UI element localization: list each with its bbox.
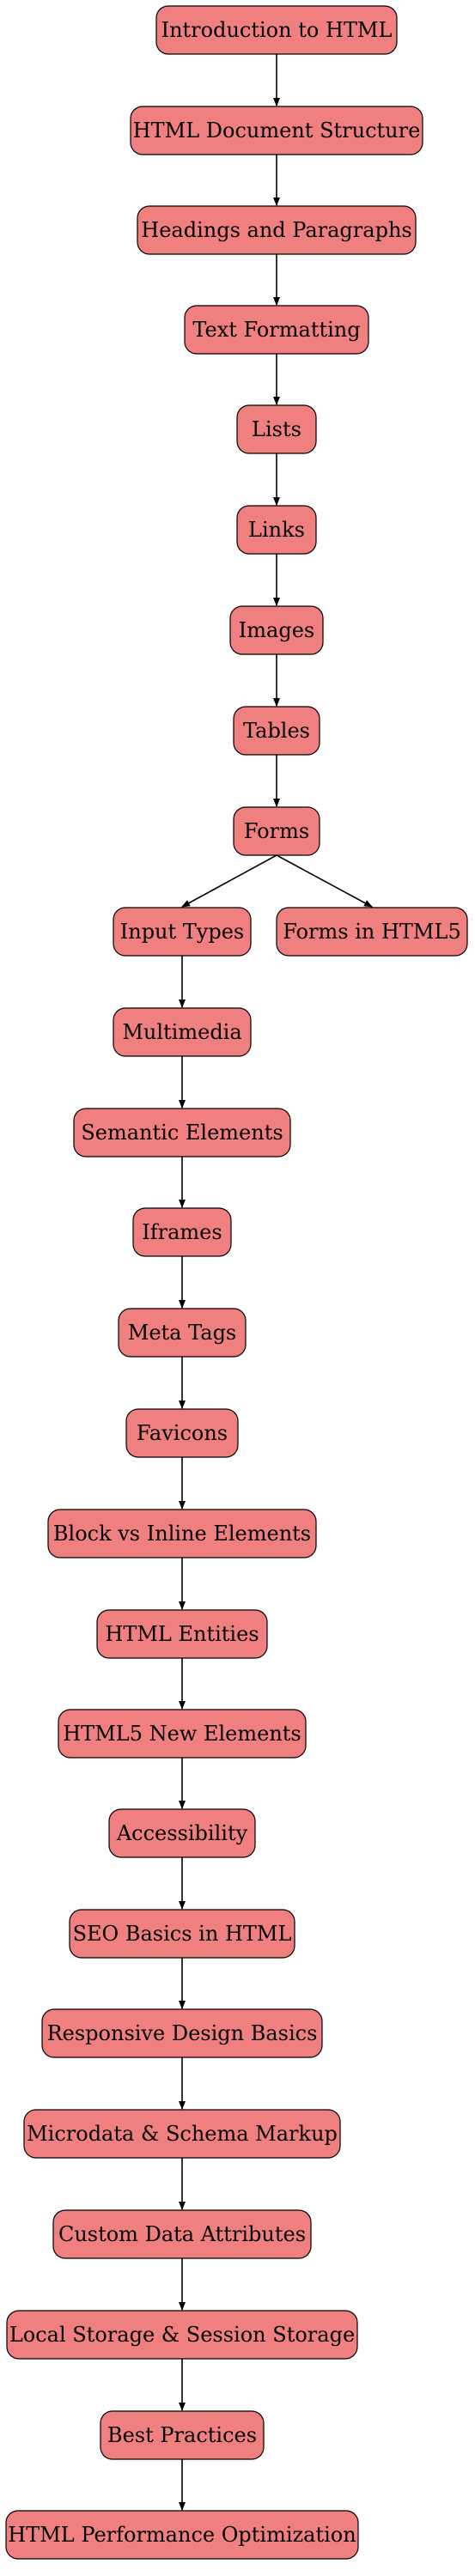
node-n19: HTML5 New Elements — [58, 1709, 307, 1759]
node-label: Forms — [244, 819, 309, 843]
node-box — [5, 2510, 359, 2560]
node-n7: Images — [229, 605, 324, 655]
node-box — [47, 1509, 317, 1558]
node-label: Best Practices — [107, 2423, 257, 2447]
node-n17: Block vs Inline Elements — [47, 1509, 317, 1558]
node-box — [233, 806, 320, 856]
node-label: Semantic Elements — [81, 1121, 283, 1145]
node-n6: Links — [236, 505, 317, 555]
node-n27: HTML Performance Optimization — [5, 2510, 359, 2560]
node-box — [113, 1007, 252, 1057]
node-box — [130, 106, 423, 155]
node-box — [58, 1709, 307, 1759]
edge-n9-n11 — [276, 854, 373, 908]
node-label: HTML Performance Optimization — [8, 2523, 356, 2547]
node-n4: Text Formatting — [184, 305, 369, 355]
node-box — [276, 907, 468, 957]
node-n23: Microdata & Schema Markup — [23, 2109, 341, 2159]
node-label: HTML5 New Elements — [63, 1722, 301, 1746]
node-n11: Forms in HTML5 — [276, 907, 468, 957]
node-box — [41, 2008, 323, 2058]
node-box — [137, 205, 417, 255]
node-box — [236, 404, 317, 454]
node-n24: Custom Data Attributes — [52, 2209, 312, 2259]
node-box — [113, 907, 252, 957]
node-n18: HTML Entities — [96, 1609, 268, 1659]
node-box — [155, 5, 398, 55]
node-label: HTML Entities — [105, 1622, 259, 1646]
node-n10: Input Types — [113, 907, 252, 957]
node-label: Input Types — [120, 920, 244, 944]
node-label: Headings and Paragraphs — [141, 218, 411, 242]
node-n9: Forms — [233, 806, 320, 856]
node-box — [108, 1808, 256, 1858]
node-n21: SEO Basics in HTML — [69, 1909, 295, 1959]
node-box — [236, 505, 317, 555]
node-label: Local Storage & Session Storage — [9, 2323, 355, 2347]
node-box — [125, 1408, 239, 1458]
node-box — [23, 2109, 341, 2159]
node-label: Custom Data Attributes — [58, 2222, 306, 2246]
node-label: Links — [248, 518, 305, 542]
node-n2: HTML Document Structure — [130, 106, 423, 155]
node-n13: Semantic Elements — [73, 1108, 291, 1157]
node-box — [96, 1609, 268, 1659]
node-label: Multimedia — [122, 1020, 241, 1044]
node-n12: Multimedia — [113, 1007, 252, 1057]
node-label: Lists — [252, 417, 301, 441]
nodes: Introduction to HTML HTML Document Struct… — [5, 5, 468, 2560]
node-label: SEO Basics in HTML — [73, 1922, 292, 1946]
node-box — [6, 2310, 358, 2360]
edge-arrow — [181, 854, 277, 908]
node-n1: Introduction to HTML — [155, 5, 398, 55]
node-box — [52, 2209, 312, 2259]
node-n22: Responsive Design Basics — [41, 2008, 323, 2058]
node-label: Tables — [243, 719, 310, 743]
node-n3: Headings and Paragraphs — [137, 205, 417, 255]
node-n15: Meta Tags — [118, 1308, 247, 1358]
edge-n9-n10 — [181, 854, 277, 908]
node-label: Accessibility — [116, 1821, 248, 1845]
node-n5: Lists — [236, 404, 317, 454]
node-box — [132, 1207, 232, 1257]
node-label: Block vs Inline Elements — [53, 1522, 311, 1546]
node-n20: Accessibility — [108, 1808, 256, 1858]
node-label: Iframes — [142, 1220, 222, 1244]
node-box — [184, 305, 369, 355]
node-box — [118, 1308, 247, 1358]
edge-arrow — [276, 854, 373, 908]
node-box — [73, 1108, 291, 1157]
node-label: Images — [239, 618, 314, 642]
node-label: Favicons — [137, 1421, 228, 1445]
node-box — [100, 2410, 265, 2460]
node-n14: Iframes — [132, 1207, 232, 1257]
node-label: Microdata & Schema Markup — [27, 2122, 338, 2146]
edges — [179, 54, 373, 2511]
node-box — [69, 1909, 295, 1959]
node-label: Introduction to HTML — [161, 18, 393, 42]
node-n16: Favicons — [125, 1408, 239, 1458]
node-label: Responsive Design Basics — [47, 2021, 318, 2045]
node-label: HTML Document Structure — [133, 118, 421, 143]
node-n8: Tables — [233, 706, 320, 756]
node-box — [229, 605, 324, 655]
node-n26: Best Practices — [100, 2410, 265, 2460]
node-box — [233, 706, 320, 756]
node-label: Meta Tags — [128, 1321, 237, 1345]
node-label: Forms in HTML5 — [283, 920, 460, 944]
node-n25: Local Storage & Session Storage — [6, 2310, 358, 2360]
node-label: Text Formatting — [192, 318, 360, 342]
